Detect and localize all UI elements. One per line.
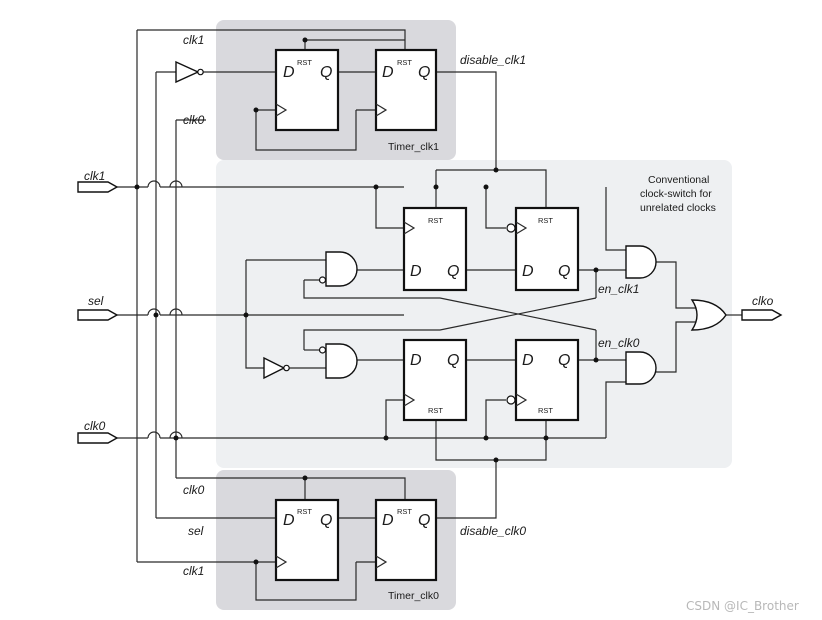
clko-port — [741, 309, 783, 321]
ports — [77, 181, 783, 444]
timer-bottom-sel-label: sel — [188, 524, 204, 538]
ff-q: Q — [320, 512, 332, 529]
ff-rst: RST — [538, 216, 553, 225]
conv-ff-bot-right — [506, 338, 580, 422]
clk0-label: clk0 — [84, 419, 106, 433]
timer-clk0-title: Timer_clk0 — [388, 590, 439, 602]
ff-rst: RST — [397, 507, 412, 516]
conv-ff-top-left — [402, 206, 468, 292]
ff-q: Q — [447, 263, 459, 280]
and-gate-en1 — [625, 245, 657, 279]
conventional-line2: clock-switch for — [640, 188, 712, 200]
sel-port — [77, 309, 119, 321]
disable-clk1-label: disable_clk1 — [460, 53, 526, 67]
ff-d: D — [382, 512, 394, 529]
sel-label: sel — [88, 294, 104, 308]
or-gate — [690, 299, 727, 331]
signal-labels: clk1 sel clk0 clko en_clk1 en_clk0 disab… — [84, 33, 774, 602]
conventional-line3: unrelated clocks — [640, 202, 716, 214]
ff-rst: RST — [428, 216, 443, 225]
ff-q: Q — [558, 263, 570, 280]
timer-top-clk0-label: clk0 — [183, 113, 205, 127]
conventional-line1: Conventional — [648, 174, 709, 186]
timer-clk1-ff2 — [374, 48, 438, 132]
ff-rst: RST — [428, 406, 443, 415]
wires — [117, 29, 742, 601]
ff-d: D — [410, 263, 422, 280]
and-gate-2 — [325, 343, 358, 379]
timer-top-clk1-label: clk1 — [183, 33, 204, 47]
ff-rst: RST — [297, 58, 312, 67]
ff-d: D — [522, 352, 534, 369]
disable-clk0-label: disable_clk0 — [460, 524, 526, 538]
inverter-top — [175, 60, 200, 84]
and-gate-en0 — [625, 351, 657, 385]
junctions — [134, 37, 599, 565]
ff-d: D — [410, 352, 422, 369]
and-gates — [318, 245, 657, 385]
en-clk1-label: en_clk1 — [598, 282, 639, 296]
ff-q: Q — [447, 352, 459, 369]
ff-q: Q — [418, 64, 430, 81]
timer-bottom-clk1-label: clk1 — [183, 564, 204, 578]
timer-clk1-title: Timer_clk1 — [388, 141, 439, 153]
conventional-box — [216, 160, 732, 468]
ff-q: Q — [558, 352, 570, 369]
watermark: CSDN @IC_Brother — [686, 599, 799, 613]
en-clk0-label: en_clk0 — [598, 336, 640, 350]
inverters — [175, 60, 290, 380]
timer-clk0-ff2 — [374, 498, 438, 582]
ff-d: D — [283, 64, 295, 81]
ff-rst: RST — [297, 507, 312, 516]
inverter-sel — [263, 356, 286, 380]
ff-d: D — [283, 512, 295, 529]
timer-bottom-clk0-label: clk0 — [183, 483, 205, 497]
clk1-port — [77, 181, 119, 193]
timer-clk1-ff1 — [274, 48, 340, 132]
clko-label: clko — [752, 294, 774, 308]
conv-ff-top-right — [506, 206, 580, 292]
ff-d: D — [522, 263, 534, 280]
ff-q: Q — [320, 64, 332, 81]
ff-rst: RST — [397, 58, 412, 67]
and-gate-1 — [325, 251, 358, 287]
clk1-label: clk1 — [84, 169, 105, 183]
conv-ff-bot-left — [402, 338, 468, 422]
ff-rst: RST — [538, 406, 553, 415]
ff-labels: D Q RST D Q RST D Q RST D Q RST RST D Q … — [283, 58, 570, 529]
ff-q: Q — [418, 512, 430, 529]
clk0-port — [77, 432, 119, 444]
timer-clk0-ff1 — [274, 498, 340, 582]
ff-d: D — [382, 64, 394, 81]
